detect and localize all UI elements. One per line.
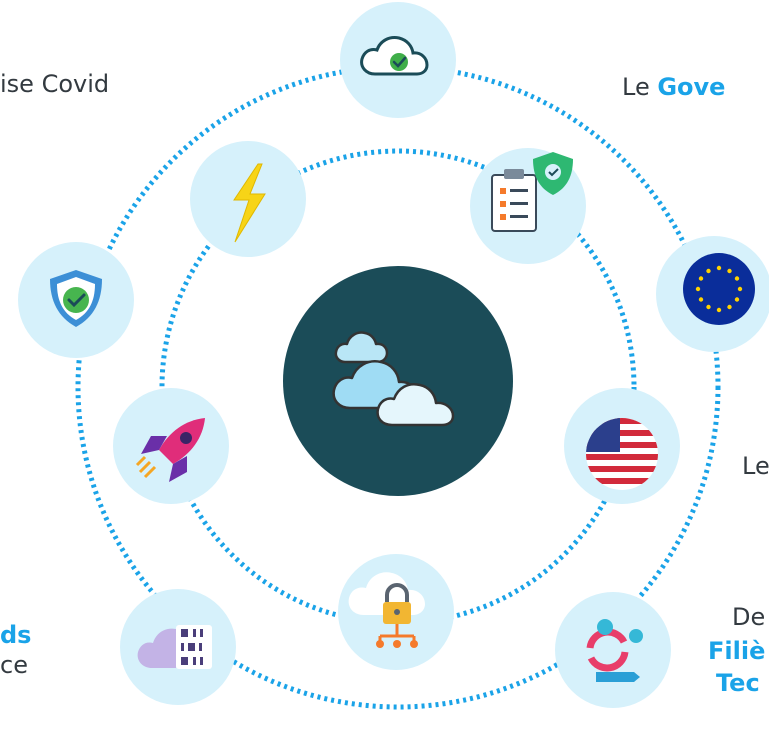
label-bottom-right-line3: Tec — [716, 669, 760, 697]
cloud-data-icon — [137, 625, 212, 669]
development-cycle-icon — [586, 619, 643, 682]
outer-node-bottom-right — [555, 592, 671, 708]
rocket-icon — [135, 418, 205, 482]
inner-ring — [159, 148, 637, 626]
cloud-lock-icon — [348, 572, 425, 648]
clouds-icon — [332, 331, 455, 427]
label-bottom-right-line1: De — [732, 603, 766, 631]
outer-node-left — [18, 242, 134, 358]
inner-node-bottom — [338, 554, 454, 670]
us-flag-icon — [586, 418, 658, 490]
center-node — [283, 266, 513, 496]
label-bottom-left-line1: ds — [0, 621, 32, 649]
lightning-icon — [233, 163, 266, 243]
shield-check-icon — [50, 270, 102, 327]
label-bottom-right-line2: Filiè — [708, 637, 766, 665]
label-bottom-left-line2: ce — [0, 651, 28, 679]
label-right-mid: Le — [742, 452, 769, 480]
outer-node-top — [340, 2, 456, 118]
outer-node-right — [656, 236, 769, 352]
inner-node-top-right — [470, 148, 586, 264]
eu-flag-icon — [683, 253, 755, 325]
inner-node-right — [564, 388, 680, 504]
cloud-check-icon — [360, 36, 429, 76]
label-top-right-bold: Gove — [657, 73, 726, 101]
checklist-shield-icon — [491, 152, 573, 232]
outer-node-bottom-left — [120, 589, 236, 705]
inner-node-left — [113, 388, 229, 504]
label-top-left: ise Covid — [0, 70, 110, 98]
label-top-right-prefix: Le — [622, 73, 658, 101]
label-top-right: Le Gove — [622, 73, 725, 101]
inner-node-top-left — [190, 141, 306, 257]
